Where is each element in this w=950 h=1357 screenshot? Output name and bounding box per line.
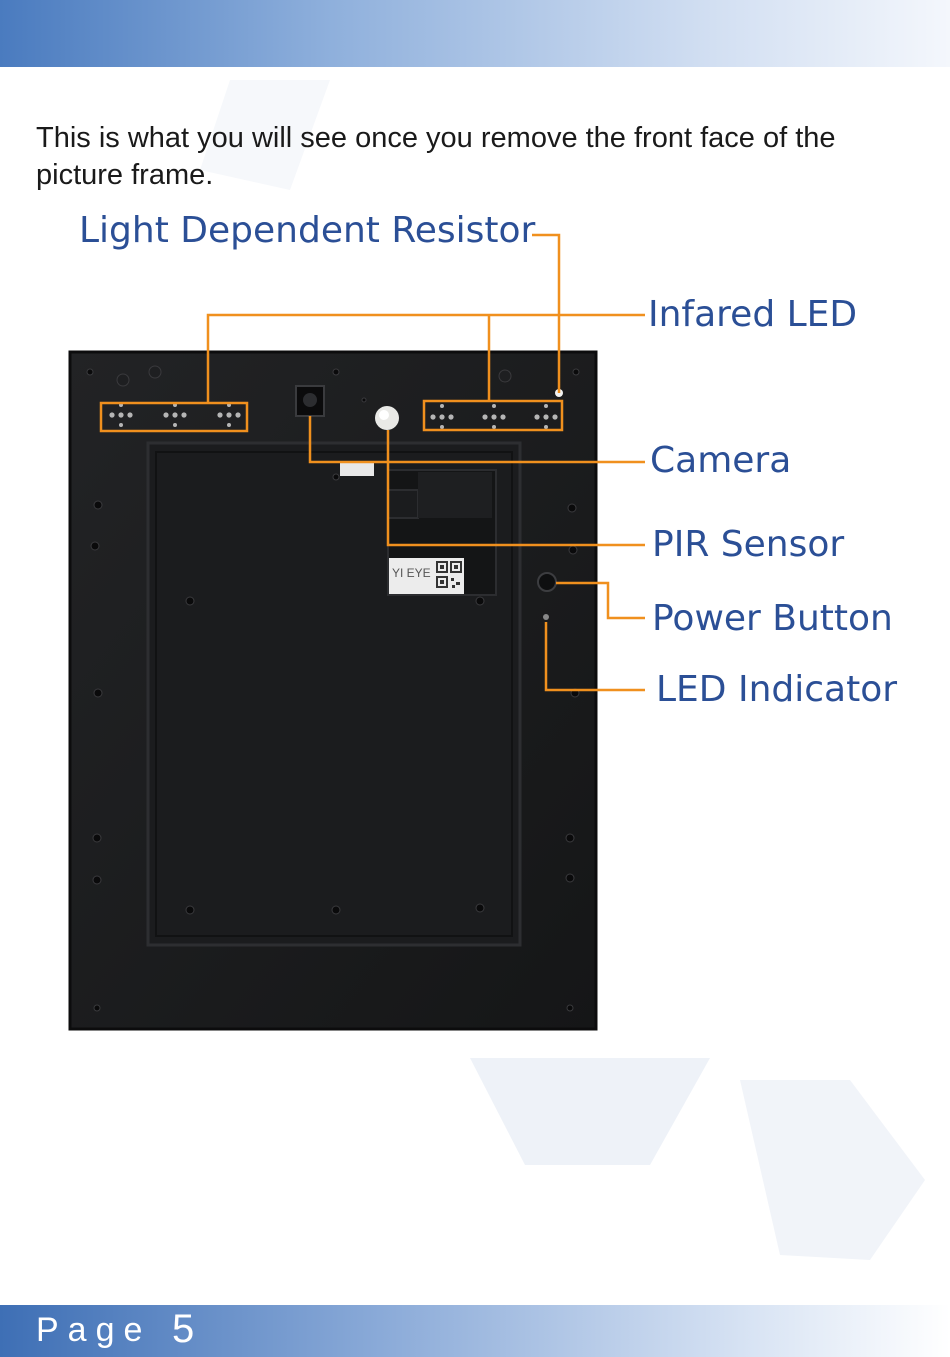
led-indicator-label: LED Indicator: [656, 669, 897, 710]
page-label: Page: [36, 1311, 151, 1350]
ldr-label: Light Dependent Resistor: [79, 210, 535, 251]
sticker-text: YI EYE: [392, 566, 431, 580]
infrared-led-label: Infared LED: [648, 294, 857, 335]
power-button-label: Power Button: [652, 598, 893, 639]
small-label: [340, 462, 374, 476]
power-button-shape: [538, 573, 556, 591]
camera-label: Camera: [650, 440, 791, 481]
led-indicator-dot: [543, 614, 549, 620]
pir-sensor-label: PIR Sensor: [652, 524, 844, 565]
page-number: 5: [172, 1307, 194, 1352]
